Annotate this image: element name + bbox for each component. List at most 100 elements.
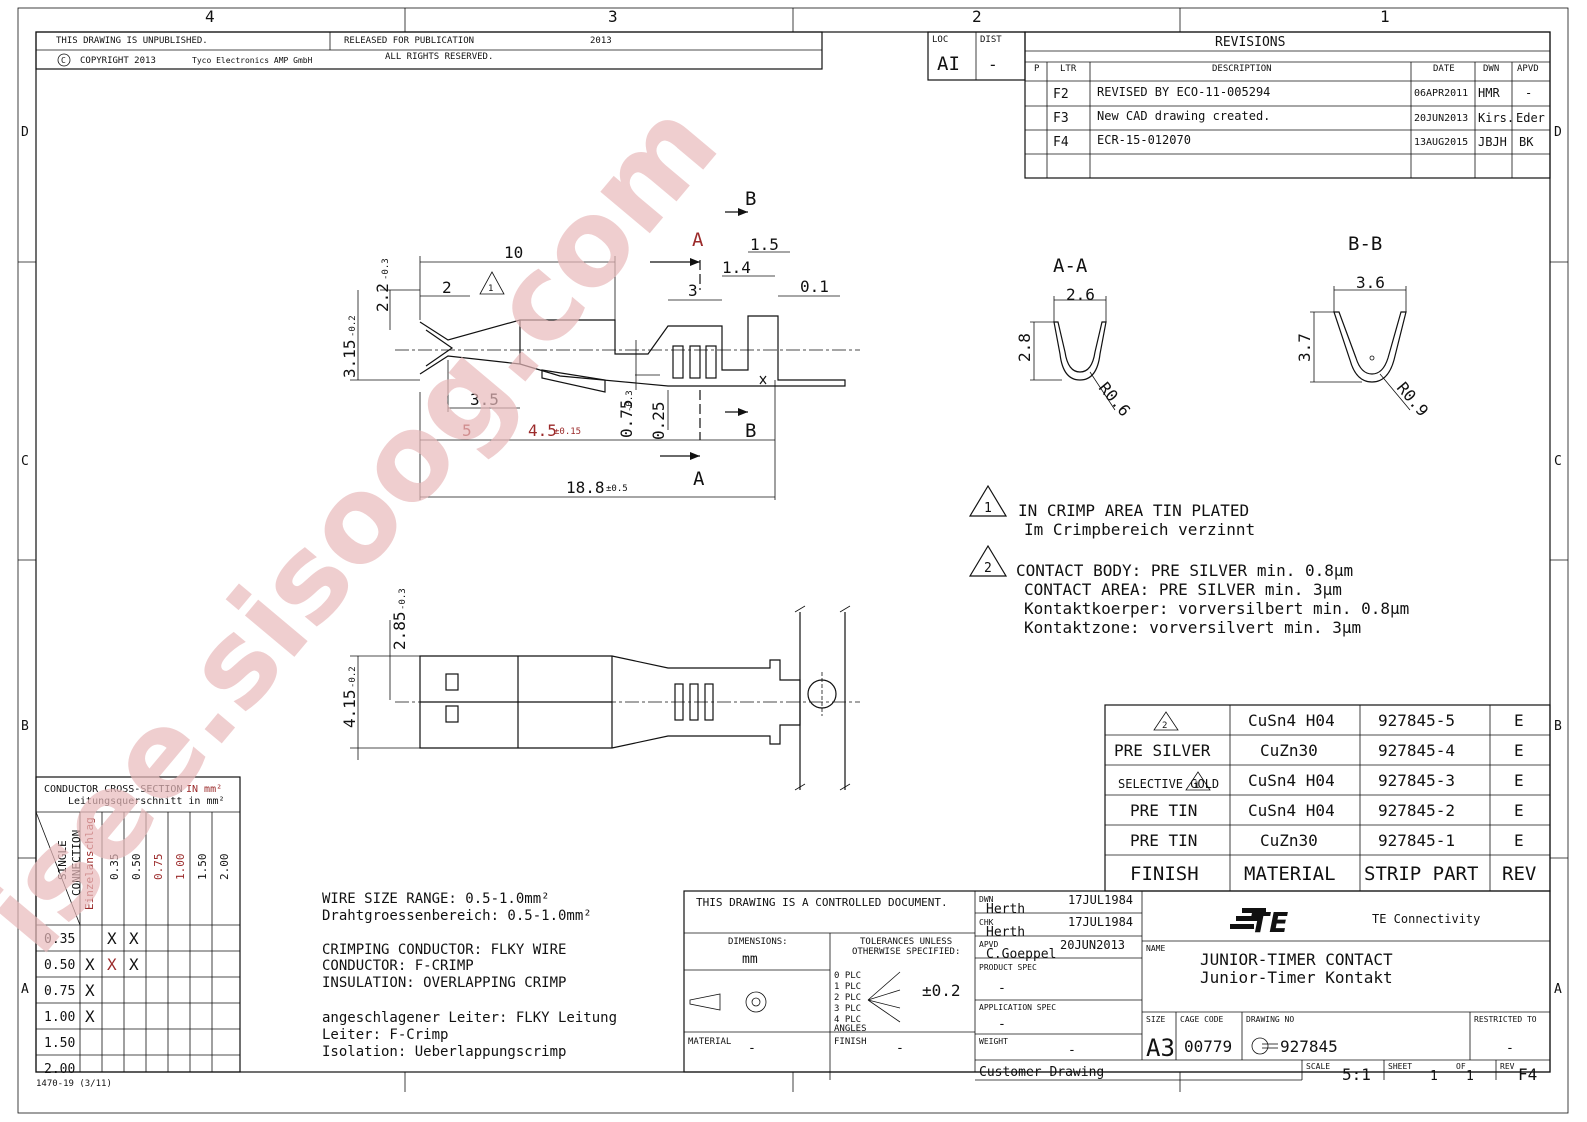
col-200: 2.00 — [218, 854, 231, 881]
dim-0-1: 0.1 — [800, 277, 829, 296]
dim-10: 10 — [504, 243, 523, 262]
mark: X — [85, 955, 95, 974]
zone-row-c: C — [21, 454, 29, 469]
part-rev: E — [1514, 741, 1524, 760]
sheet-label: SHEET — [1388, 1062, 1412, 1071]
part-finish: PRE SILVER — [1114, 741, 1211, 760]
size-label: SIZE — [1146, 1015, 1165, 1024]
dim-1-5: 1.5 — [750, 235, 779, 254]
finish-label: FINISH — [834, 1037, 867, 1047]
zone-col-3: 3 — [608, 7, 618, 26]
company-text: Tyco Electronics AMP GmbH — [192, 56, 313, 65]
rev-value: F4 — [1518, 1065, 1537, 1084]
note-1-number: 1 — [984, 501, 992, 516]
parts-header-strip-part: STRIP PART — [1364, 863, 1478, 885]
release-year: 2013 — [590, 36, 612, 46]
zone-col-4: 4 — [205, 7, 215, 26]
section-a-bottom: A — [693, 468, 705, 490]
single-label: SINGLE — [56, 840, 69, 880]
loc-value: AI — [937, 53, 960, 75]
rev-header-desc: DESCRIPTION — [1212, 64, 1272, 74]
rights-text: ALL RIGHTS RESERVED. — [385, 52, 493, 62]
part-rev: E — [1514, 801, 1524, 820]
copyright-symbol — [57, 53, 71, 67]
note-1-line: Im Crimpbereich verzinnt — [1024, 520, 1255, 539]
title-block: THIS DRAWING IS A CONTROLLED DOCUMENT. D… — [683, 890, 1551, 1084]
mark: X — [107, 929, 117, 948]
section-bb-radius: R0.9 — [1393, 378, 1432, 420]
section-b-top: B — [745, 188, 756, 210]
zone-row-b: B — [21, 719, 29, 734]
connection-label: CONNECTION — [70, 830, 83, 896]
dimensions-value: mm — [742, 952, 758, 967]
row-050: 0.50 — [44, 958, 75, 973]
part-finish: PRE TIN — [1130, 831, 1197, 850]
part-material: CuZn30 — [1260, 741, 1318, 760]
row-075: 0.75 — [44, 984, 75, 999]
revisions-title: REVISIONS — [1215, 35, 1285, 50]
wire-line: Leiter: F-Crimp — [322, 1027, 448, 1043]
rev-row-apvd: - — [1525, 86, 1532, 100]
finish-value: - — [896, 1041, 904, 1056]
app-spec-value: - — [998, 1017, 1006, 1032]
wire-line: INSULATION: OVERLAPPING CRIMP — [322, 975, 566, 991]
tol-row: 1 PLC — [834, 982, 861, 992]
dim-2-2-tol: -0.3 — [381, 258, 391, 280]
restricted-label: RESTRICTED TO — [1474, 1015, 1537, 1024]
zone-row-d-right: D — [1554, 125, 1562, 140]
section-a-top: A — [692, 229, 704, 251]
wire-line: WIRE SIZE RANGE: 0.5-1.0mm² — [322, 891, 550, 907]
tolerance-value: ±0.2 — [922, 981, 961, 1000]
part-name-de: Junior-Timer Kontakt — [1200, 968, 1393, 987]
unpublished-text: THIS DRAWING IS UNPUBLISHED. — [56, 36, 208, 46]
zone-row-a: A — [21, 982, 29, 997]
app-spec-label: APPLICATION SPEC — [979, 1003, 1056, 1012]
conductor-table: CONDUCTOR CROSS-SECTION IN mm² Leitungsq… — [35, 776, 241, 1077]
projection-cone-icon — [689, 993, 721, 1011]
note-2-line: Kontaktzone: vorversilvert min. 3µm — [1024, 618, 1361, 637]
scale-label: SCALE — [1306, 1062, 1330, 1071]
dwn-value: Herth — [986, 902, 1025, 917]
part-finish: PRE TIN — [1130, 801, 1197, 820]
row-150: 1.50 — [44, 1036, 75, 1051]
rev-header-date: DATE — [1433, 64, 1455, 74]
weight-label: WEIGHT — [979, 1037, 1008, 1046]
conductor-title: CONDUCTOR CROSS-SECTION — [44, 784, 182, 795]
cage-label: CAGE CODE — [1180, 1015, 1224, 1024]
zone-row-d: D — [21, 125, 29, 140]
tolerance-label-2: OTHERWISE SPECIFIED: — [852, 947, 960, 957]
chk-label: CHK — [979, 918, 994, 927]
contact-top-view — [395, 605, 860, 791]
dist-label: DIST — [980, 35, 1002, 45]
form-id: 1470-19 (3/11) — [36, 1079, 112, 1089]
rev-header-p: P — [1034, 64, 1040, 74]
zone-row-a-right: A — [1554, 982, 1562, 997]
parts-header-finish: FINISH — [1130, 863, 1199, 885]
part-rev: E — [1514, 831, 1524, 850]
wire-line: Drahtgroessenbereich: 0.5-1.0mm² — [322, 908, 592, 924]
dim-2-85: 2.85 — [390, 611, 409, 650]
dim-3-15: 3.15 — [340, 339, 359, 378]
product-spec-value: - — [998, 981, 1006, 996]
col-035: 0.35 — [108, 854, 121, 881]
section-b-bottom: B — [745, 420, 756, 442]
section-aa-height: 2.8 — [1015, 333, 1034, 362]
rev-label: REV — [1500, 1062, 1515, 1071]
copyright-text: COPYRIGHT 2013 — [80, 56, 156, 66]
loc-label: LOC — [932, 35, 948, 45]
rev-row-ltr: F4 — [1053, 135, 1069, 150]
rev-header-apvd: APVD — [1517, 64, 1539, 74]
brand-name: TE Connectivity — [1372, 912, 1480, 926]
tol-row: 2 PLC — [834, 993, 861, 1003]
dim-5: 5 — [462, 421, 472, 440]
parts-header-material: MATERIAL — [1244, 863, 1336, 885]
dim-2-2: 2.2 — [373, 283, 392, 312]
dim-0-25: 0.25 — [649, 401, 668, 440]
part-rev: E — [1514, 711, 1524, 730]
part-number: 927845-1 — [1378, 831, 1455, 850]
note-2-line: CONTACT AREA: PRE SILVER min. 3µm — [1024, 580, 1342, 599]
section-bb: B-B 3.6 3.7 R0.9 — [1295, 233, 1432, 420]
mark: X — [85, 981, 95, 1000]
part-material: CuSn4 H04 — [1248, 801, 1335, 820]
chk-value: Herth — [986, 925, 1025, 940]
